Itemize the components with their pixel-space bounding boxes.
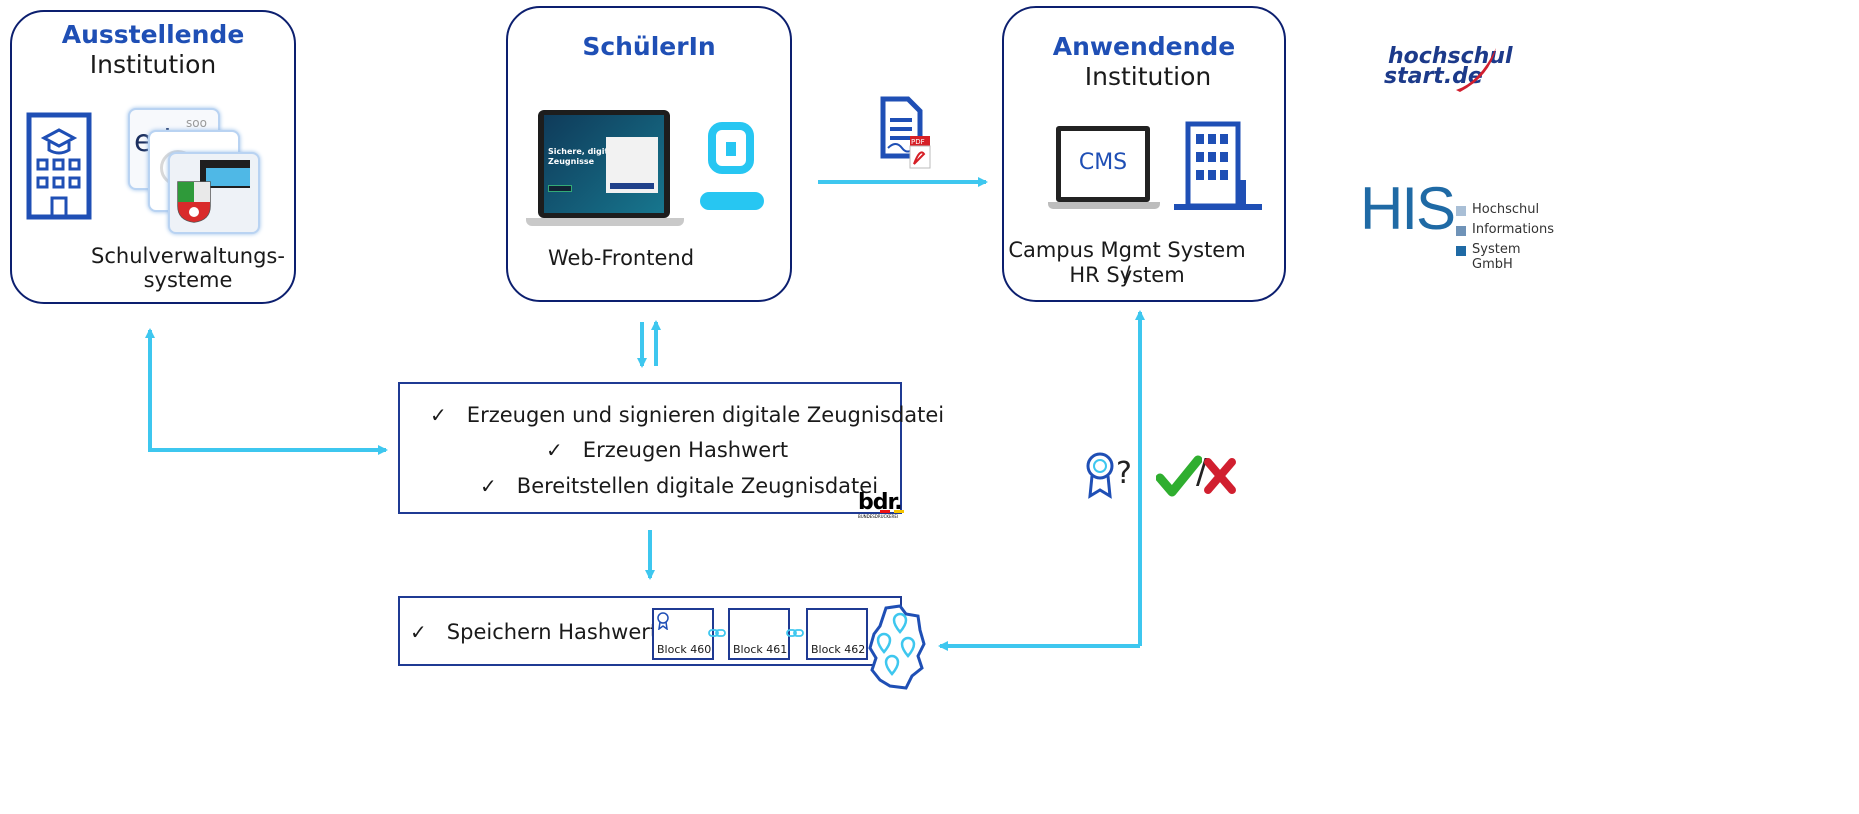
process-task-3: ✓ Bereitstellen digitale Zeugnisdatei [480,474,878,498]
certificate-badge-icon [657,612,669,630]
block-label-460: Block 460 [657,643,712,656]
process-task-1-text: Erzeugen und signieren digitale Zeugnisd… [466,403,945,427]
nrw-coat-of-arms-icon [177,181,211,223]
receiver-title: Anwendende [1052,32,1236,61]
verify-slash: / [1196,452,1208,492]
issuer-label-line2: systeme [143,268,233,292]
process-task-2-text: Erzeugen Hashwert [582,438,789,462]
his-logo: HIS Hochschul Informations System GmbH [1360,175,1560,272]
pdf-document-icon: PDF [880,96,936,174]
cross-invalid-icon [1202,456,1238,500]
block-label-461: Block 461 [733,643,788,656]
person-icon [698,122,766,218]
his-line-3: System GmbH [1472,242,1521,272]
check-icon: ✓ [546,438,563,462]
hochschulstart-logo: hochschul start.de [1380,42,1512,102]
student-label: Web-Frontend [548,246,695,270]
process-task-1: ✓ Erzeugen und signieren digitale Zeugni… [430,403,944,427]
check-icon: ✓ [410,620,427,644]
bdr-logo-text: bdr. [858,490,903,515]
software-card-nrw [168,152,260,234]
school-software-stack: ed soo [128,108,260,234]
process-task-3-text: Bereitstellen digitale Zeugnisdatei [516,474,879,498]
arrow-issuer-to-process [148,330,388,455]
bdr-caption: BUNDESDRUCKEREI [858,514,899,519]
edoo-logo-text-2: soo [186,116,207,130]
student-title: SchülerIn [582,32,716,61]
block-label-462: Block 462 [811,643,866,656]
chain-link-icon [708,624,726,643]
check-icon: ✓ [430,403,447,427]
school-building-icon [26,112,92,224]
process-box [398,382,902,514]
receiver-label-line2: HR System [1069,263,1185,287]
cms-screen-text: CMS [1078,150,1128,175]
process-task-2: ✓ Erzeugen Hashwert [546,438,788,462]
germany-map-nodes-icon [866,604,928,694]
cms-laptop: CMS [1048,126,1160,216]
bundesdruckerei-logo: bdr. BUNDESDRUCKEREI [858,492,914,519]
blockchain-block-461: Block 461 [728,608,790,660]
check-icon: ✓ [480,474,497,498]
his-logo-big: HIS [1360,175,1456,242]
screen-headline-1: Sichere, digitale [548,147,622,156]
chain-link-icon [786,624,804,643]
certificate-badge-icon [1084,452,1116,504]
storage-task: ✓ Speichern Hashwert [410,620,658,644]
check-valid-icon [1155,454,1203,502]
verify-question-mark: ? [1116,456,1132,491]
his-line-2: Informations [1472,222,1555,237]
issuer-label-line1: Schulverwaltungs- [91,244,285,268]
blockchain-block-460: Block 460 [652,608,714,660]
receiver-subtitle: Institution [1084,62,1212,91]
his-line-1: Hochschul [1472,202,1540,217]
laptop-web-frontend: Sichere, digitale Zeugnisse [526,110,684,228]
office-building-icon [1174,120,1264,216]
storage-task-text: Speichern Hashwert [446,620,659,644]
issuer-title: Ausstellende [61,20,245,49]
hochschulstart-line2: start.de [1384,64,1483,89]
svg-text:PDF: PDF [911,138,925,146]
issuer-subtitle: Institution [89,50,217,79]
screen-headline-2: Zeugnisse [548,157,595,166]
blockchain-block-462: Block 462 [806,608,868,660]
receiver-label-line1: Campus Mgmt System / [1008,238,1246,286]
